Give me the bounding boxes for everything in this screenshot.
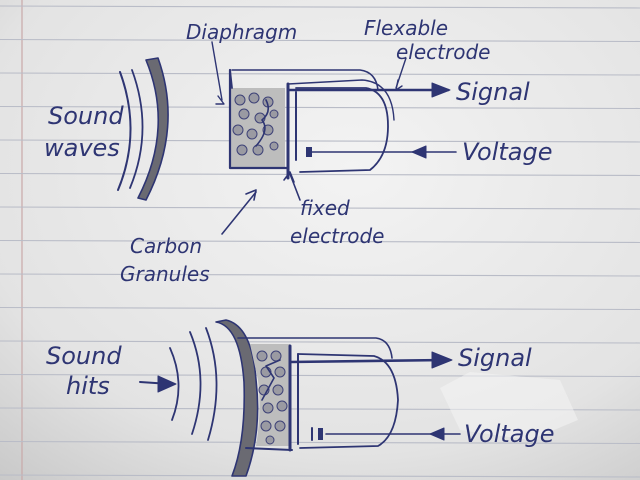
top-label-fixed-1: fixed: [300, 196, 350, 220]
top-diaphragm-band: [137, 57, 169, 201]
top-signal-arrowhead: [431, 82, 451, 98]
top-label-fixed-2: electrode: [290, 224, 385, 248]
bottom-carbon-granules: [256, 350, 288, 445]
bottom-voltage-arrowhead: [429, 427, 445, 441]
bottom-sound-wave-1: [169, 347, 180, 421]
top-label-signal: Signal: [456, 78, 530, 106]
bottom-sound-wave-2: [189, 331, 202, 435]
top-diaphragm-pointer: [211, 41, 223, 101]
bottom-housing-bottom: [245, 447, 293, 451]
top-label-flexible-2: electrode: [396, 40, 491, 64]
top-sound-wave-2: [129, 69, 144, 189]
top-sound-wave-1: [117, 71, 132, 191]
top-voltage-arrowhead: [411, 145, 427, 159]
top-fixed-pointer: [289, 173, 301, 201]
top-label-sound: Sound: [48, 102, 124, 130]
ruled-line: [0, 72, 640, 76]
ruled-line: [0, 172, 640, 177]
top-label-carbon-1: Carbon: [130, 234, 203, 258]
top-voltage-terminal: [306, 147, 312, 157]
top-label-diaphragm: Diaphragm: [186, 20, 298, 44]
ruled-line: [0, 306, 640, 311]
ruled-lines: [0, 5, 640, 478]
bottom-housing-top: [237, 337, 393, 359]
top-microphone-diagram: [117, 41, 457, 235]
bottom-diaphragm-band: [215, 319, 259, 477]
bottom-label-hits: hits: [66, 372, 110, 400]
top-housing-top: [231, 69, 379, 91]
bottom-signal-arrowhead: [431, 351, 453, 369]
top-granule-contact: [255, 99, 270, 147]
ruled-line: [0, 373, 640, 378]
ruled-line: [0, 38, 640, 43]
ruled-line: [0, 105, 640, 110]
bottom-signal-wire: [288, 358, 448, 364]
top-carbon-pointer: [221, 191, 257, 235]
bottom-voltage-terminal: [318, 428, 323, 440]
bottom-sound-wave-3: [205, 327, 218, 441]
bottom-label-sound: Sound: [46, 342, 122, 370]
ruled-line: [0, 440, 640, 445]
ruled-line: [0, 474, 640, 478]
bottom-label-signal: Signal: [458, 344, 532, 372]
ruled-line: [0, 239, 640, 244]
ruled-line: [0, 206, 640, 210]
top-label-flexible-1: Flexable: [364, 16, 449, 40]
ruled-line: [0, 5, 640, 9]
top-housing-left: [228, 68, 290, 170]
bottom-label-voltage: Voltage: [464, 420, 555, 448]
ruled-line: [0, 139, 640, 143]
tape-patch: [440, 372, 578, 440]
bottom-microphone-diagram: [139, 319, 461, 477]
bottom-sound-arrow: [157, 375, 177, 393]
top-label-carbon-2: Granules: [120, 262, 210, 286]
top-label-waves: waves: [44, 134, 120, 162]
ruled-line: [0, 340, 640, 344]
ruled-line: [0, 273, 640, 277]
top-label-voltage: Voltage: [462, 138, 553, 166]
bottom-granule-contact: [261, 359, 281, 401]
